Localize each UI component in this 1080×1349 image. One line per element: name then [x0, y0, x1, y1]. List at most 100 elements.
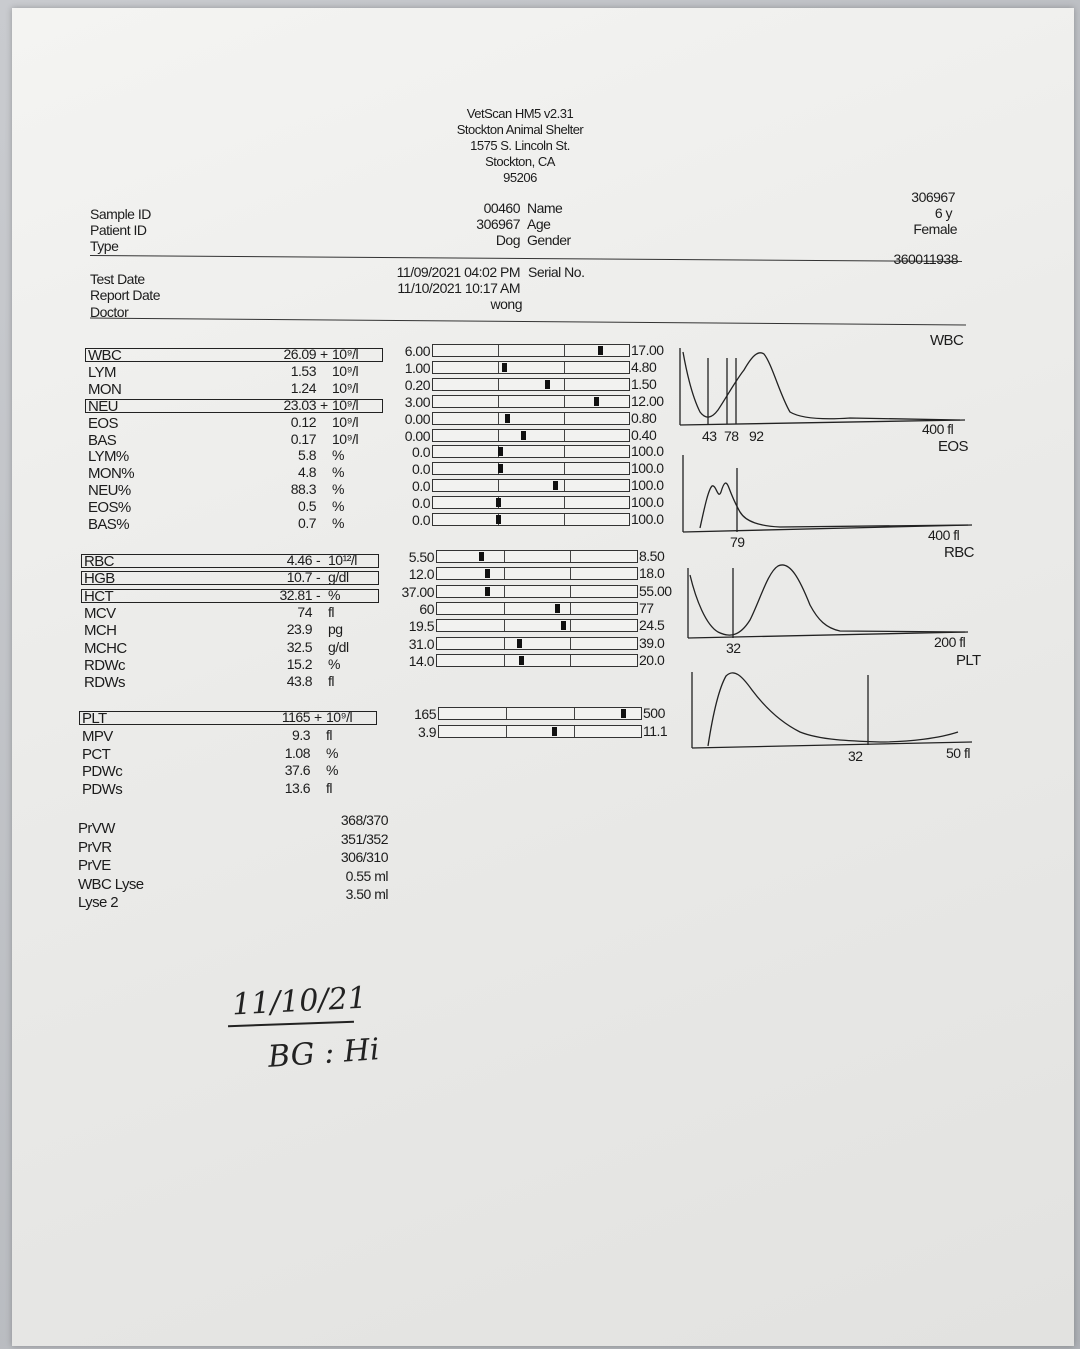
- range-bar-rdwc: [436, 653, 638, 667]
- range-marker: [521, 430, 527, 440]
- result-value-plt: 1165: [281, 709, 311, 725]
- plt-histogram-axis-x: [691, 741, 973, 749]
- result-unit-wbc: 10⁹/l: [332, 346, 359, 362]
- result-value-rdws: 43.8: [286, 673, 313, 690]
- result-label-eos-pct: EOS%: [88, 499, 131, 517]
- range-tick: [563, 463, 565, 475]
- result-label-bas: BAS: [88, 431, 117, 449]
- result-unit-mch: pg: [328, 621, 343, 638]
- range-low-rbc: 5.50: [408, 549, 435, 565]
- range-low-mpv: 3.9: [418, 723, 436, 740]
- eos-histogram-title: EOS: [938, 438, 968, 455]
- plt-histogram-curve: [707, 672, 959, 747]
- range-marker: [485, 586, 490, 596]
- range-marker: [544, 379, 550, 389]
- range-tick: [563, 497, 565, 509]
- result-value-rbc: 4.46: [286, 552, 313, 568]
- range-tick: [570, 551, 572, 562]
- range-tick: [563, 429, 565, 441]
- range-high-lym-pct: 100.0: [631, 443, 664, 460]
- result-label-hct: HCT: [84, 587, 114, 605]
- range-marker: [495, 515, 501, 524]
- range-low-neu-pct: 0.0: [412, 478, 430, 495]
- range-tick: [498, 361, 500, 373]
- age-value: 6 y: [934, 205, 953, 221]
- range-bar-mon: [432, 377, 630, 391]
- range-marker: [517, 638, 522, 648]
- result-value-neu-pct: 88.3: [290, 481, 317, 498]
- range-high-rbc: 8.50: [639, 548, 665, 564]
- range-marker: [593, 396, 599, 406]
- result-value-bas: 0.17: [290, 430, 317, 447]
- result-label-neu: NEU: [88, 397, 118, 415]
- range-high-eos-pct: 100.0: [631, 494, 664, 511]
- range-tick: [570, 602, 572, 614]
- result-label-pdwc: PDWc: [82, 763, 123, 781]
- reagent-label-wbc-lyse: WBC Lyse: [78, 875, 144, 893]
- result-value-rdwc: 15.2: [286, 655, 313, 672]
- reagent-label-prvw: PrVW: [78, 820, 115, 837]
- range-low-bas-pct: 0.0: [412, 512, 430, 528]
- range-low-rdwc: 14.0: [408, 652, 435, 669]
- range-bar-mcv: [436, 601, 638, 615]
- result-unit-hct: %: [328, 586, 340, 603]
- range-tick: [570, 620, 572, 632]
- clinic-name: Stockton Animal Shelter: [456, 122, 584, 137]
- patient-id-label: Patient ID: [90, 222, 147, 238]
- range-tick: [570, 585, 572, 597]
- result-flag-rbc: -: [316, 552, 321, 568]
- serial-label: Serial No.: [528, 264, 585, 280]
- result-unit-bas-pct: %: [332, 515, 344, 531]
- range-high-mon: 1.50: [631, 375, 657, 392]
- range-tick: [503, 551, 505, 562]
- clinic-street: 1575 S. Lincoln St.: [470, 138, 570, 153]
- eos-histogram-curve: [699, 482, 969, 529]
- reagent-value-prve: 306/310: [340, 849, 389, 865]
- range-low-lym-pct: 0.0: [412, 444, 430, 461]
- result-value-mcv: 74: [297, 603, 312, 620]
- range-low-mchc: 31.0: [408, 635, 435, 652]
- clinic-zip: 95206: [503, 170, 537, 185]
- result-value-wbc: 26.09: [283, 346, 316, 362]
- device-name: VetScan HM5 v2.31: [466, 106, 574, 121]
- result-label-wbc: WBC: [88, 347, 122, 364]
- rbc-histogram-axis-x: [687, 631, 969, 639]
- reagent-value-lyse-2: 3.50 ml: [345, 886, 389, 902]
- range-bar-bas: [432, 428, 630, 442]
- range-tick: [503, 637, 505, 649]
- range-high-neu: 12.00: [631, 392, 664, 409]
- result-unit-rbc: 10¹²/l: [328, 552, 357, 568]
- range-tick: [498, 412, 500, 424]
- range-low-hgb: 12.0: [408, 566, 435, 583]
- range-low-mon-pct: 0.0: [412, 461, 430, 478]
- range-marker: [597, 346, 603, 355]
- range-tick: [503, 620, 505, 632]
- result-value-eos: 0.12: [290, 413, 317, 430]
- range-high-mcv: 77: [639, 599, 654, 616]
- result-unit-mchc: g/dl: [328, 638, 349, 655]
- range-tick: [506, 708, 508, 719]
- result-label-hgb: HGB: [84, 570, 115, 588]
- range-high-hgb: 18.0: [639, 565, 665, 582]
- range-bar-plt: [438, 707, 642, 720]
- range-high-lym: 4.80: [631, 358, 657, 375]
- range-bar-mch: [436, 619, 638, 633]
- range-high-wbc: 17.00: [631, 342, 664, 358]
- result-label-plt: PLT: [82, 710, 107, 727]
- wbc-marker-78: 78: [724, 428, 739, 444]
- range-tick: [563, 514, 565, 525]
- range-low-mcv: 60: [419, 600, 434, 617]
- result-flag-plt: +: [314, 709, 322, 725]
- result-flag-hct: -: [316, 586, 321, 603]
- result-value-mchc: 32.5: [286, 638, 313, 655]
- range-marker: [505, 413, 511, 423]
- result-label-mpv: MPV: [82, 727, 113, 745]
- result-label-lym: LYM: [88, 363, 117, 381]
- result-value-mch: 23.9: [286, 621, 313, 638]
- test-date-label: Test Date: [90, 271, 145, 287]
- result-label-mcv: MCV: [84, 604, 116, 622]
- result-highlight-box: [85, 348, 383, 362]
- range-bar-rbc: [436, 550, 638, 563]
- age-label: Age: [527, 216, 551, 232]
- test-date-value: 11/09/2021 04:02 PM: [396, 264, 521, 280]
